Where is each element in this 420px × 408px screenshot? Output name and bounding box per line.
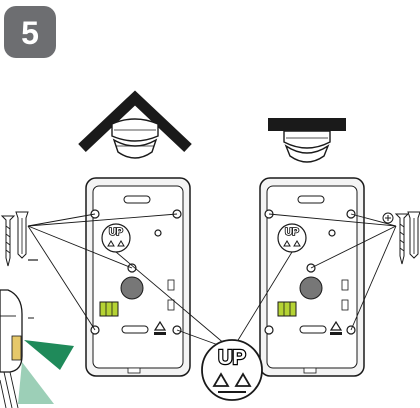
recycle-icon [153,320,167,335]
detection-beam-dark [24,340,74,370]
screw-icon [0,215,16,267]
up-callout-text: UP [218,347,246,369]
housing-right [259,177,365,377]
up-label-right: UP [277,223,307,253]
step-badge: 5 [4,6,56,58]
up-label-left-text: UP [109,227,123,238]
up-label-right-text: UP [285,227,299,238]
recycle-icon [329,320,343,335]
wall-plug-icon [15,211,29,259]
up-arrow-icon [107,240,125,247]
detector-head-right [283,130,331,163]
screw-icon [394,213,410,265]
wall-plug-icon [407,211,420,259]
side-view-detector [0,289,34,408]
corner-mount-roof [78,90,192,153]
flat-ceiling-bar [268,118,346,131]
phillips-head-icon [382,212,394,224]
up-label-left: UP [101,223,131,253]
housing-left [85,177,191,377]
leader-lines-right [231,213,397,351]
step-number: 5 [21,15,39,51]
up-arrow-icon [212,372,252,393]
up-callout-large: UP [201,339,263,401]
detection-beam-light [18,362,54,404]
up-arrow-icon [283,240,301,247]
detector-head-left [111,118,159,159]
